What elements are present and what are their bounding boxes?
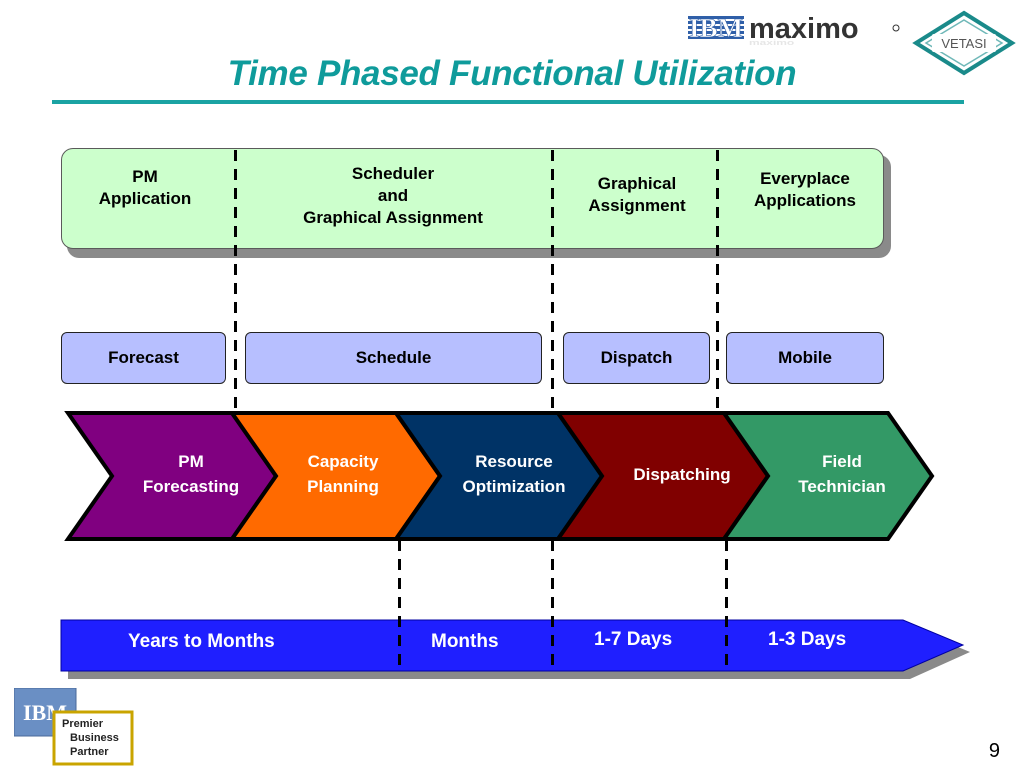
phase-schedule: Schedule — [245, 332, 542, 384]
ibm-text: IBM — [689, 13, 743, 43]
divider-line — [234, 150, 237, 412]
divider-line — [725, 540, 728, 665]
phase-dispatch: Dispatch — [563, 332, 710, 384]
process-chevrons — [64, 411, 935, 541]
divider-line — [398, 540, 401, 665]
timeline-arrow — [60, 619, 970, 679]
vetasi-logo: VETASI — [912, 10, 1016, 76]
title-divider — [52, 100, 964, 104]
ibm-logo — [688, 16, 744, 39]
divider-line — [716, 150, 719, 412]
application-everyplace: Everyplace Applications — [753, 169, 856, 210]
application-scheduler: Scheduler and Graphical Assignment — [303, 164, 483, 227]
timeline-label-months: Months — [431, 631, 499, 652]
timeline-label-1-7-days: 1-7 Days — [594, 629, 673, 650]
timeline-label-years-to-months: Years to Months — [128, 631, 275, 652]
badge-text-partner: Partner — [70, 746, 109, 758]
divider-line — [551, 540, 554, 665]
badge-text-premier: Premier — [62, 718, 104, 730]
timeline-label-1-3-days: 1-3 Days — [768, 629, 847, 650]
ibm-premier-partner-badge: IBM Premier Business Partner — [14, 688, 134, 766]
phase-mobile: Mobile — [726, 332, 884, 384]
application-graphical-assignment: Graphical Assignment — [588, 174, 686, 215]
maximo-reflection: maximo — [749, 39, 794, 46]
page-title: Time Phased Functional Utilization — [227, 54, 797, 93]
ibm-maximo-logo: IBM maximo maximo — [688, 13, 900, 46]
maximo-text: maximo — [749, 13, 859, 45]
chevron-label-capacity-planning: Capacity Planning — [307, 452, 379, 496]
chevron-label-pm-forecasting: PM Forecasting — [142, 452, 240, 496]
phase-forecast: Forecast — [61, 332, 226, 384]
chevron-label-resource-optimization: Resource Optimization — [462, 452, 566, 496]
vetasi-text: VETASI — [941, 36, 986, 51]
page-number: 9 — [988, 740, 1000, 762]
registered-icon — [892, 24, 900, 32]
chevron-label-dispatching: Dispatching — [633, 465, 731, 484]
timeline-arrow-body — [60, 619, 965, 672]
application-pm: PM Application — [98, 167, 192, 208]
badge-text-business: Business — [70, 732, 119, 744]
divider-line — [551, 150, 554, 412]
chevron-label-field-technician: Field Technician — [798, 452, 886, 496]
chevron-field-technician — [720, 411, 935, 541]
application-panel — [61, 148, 884, 249]
